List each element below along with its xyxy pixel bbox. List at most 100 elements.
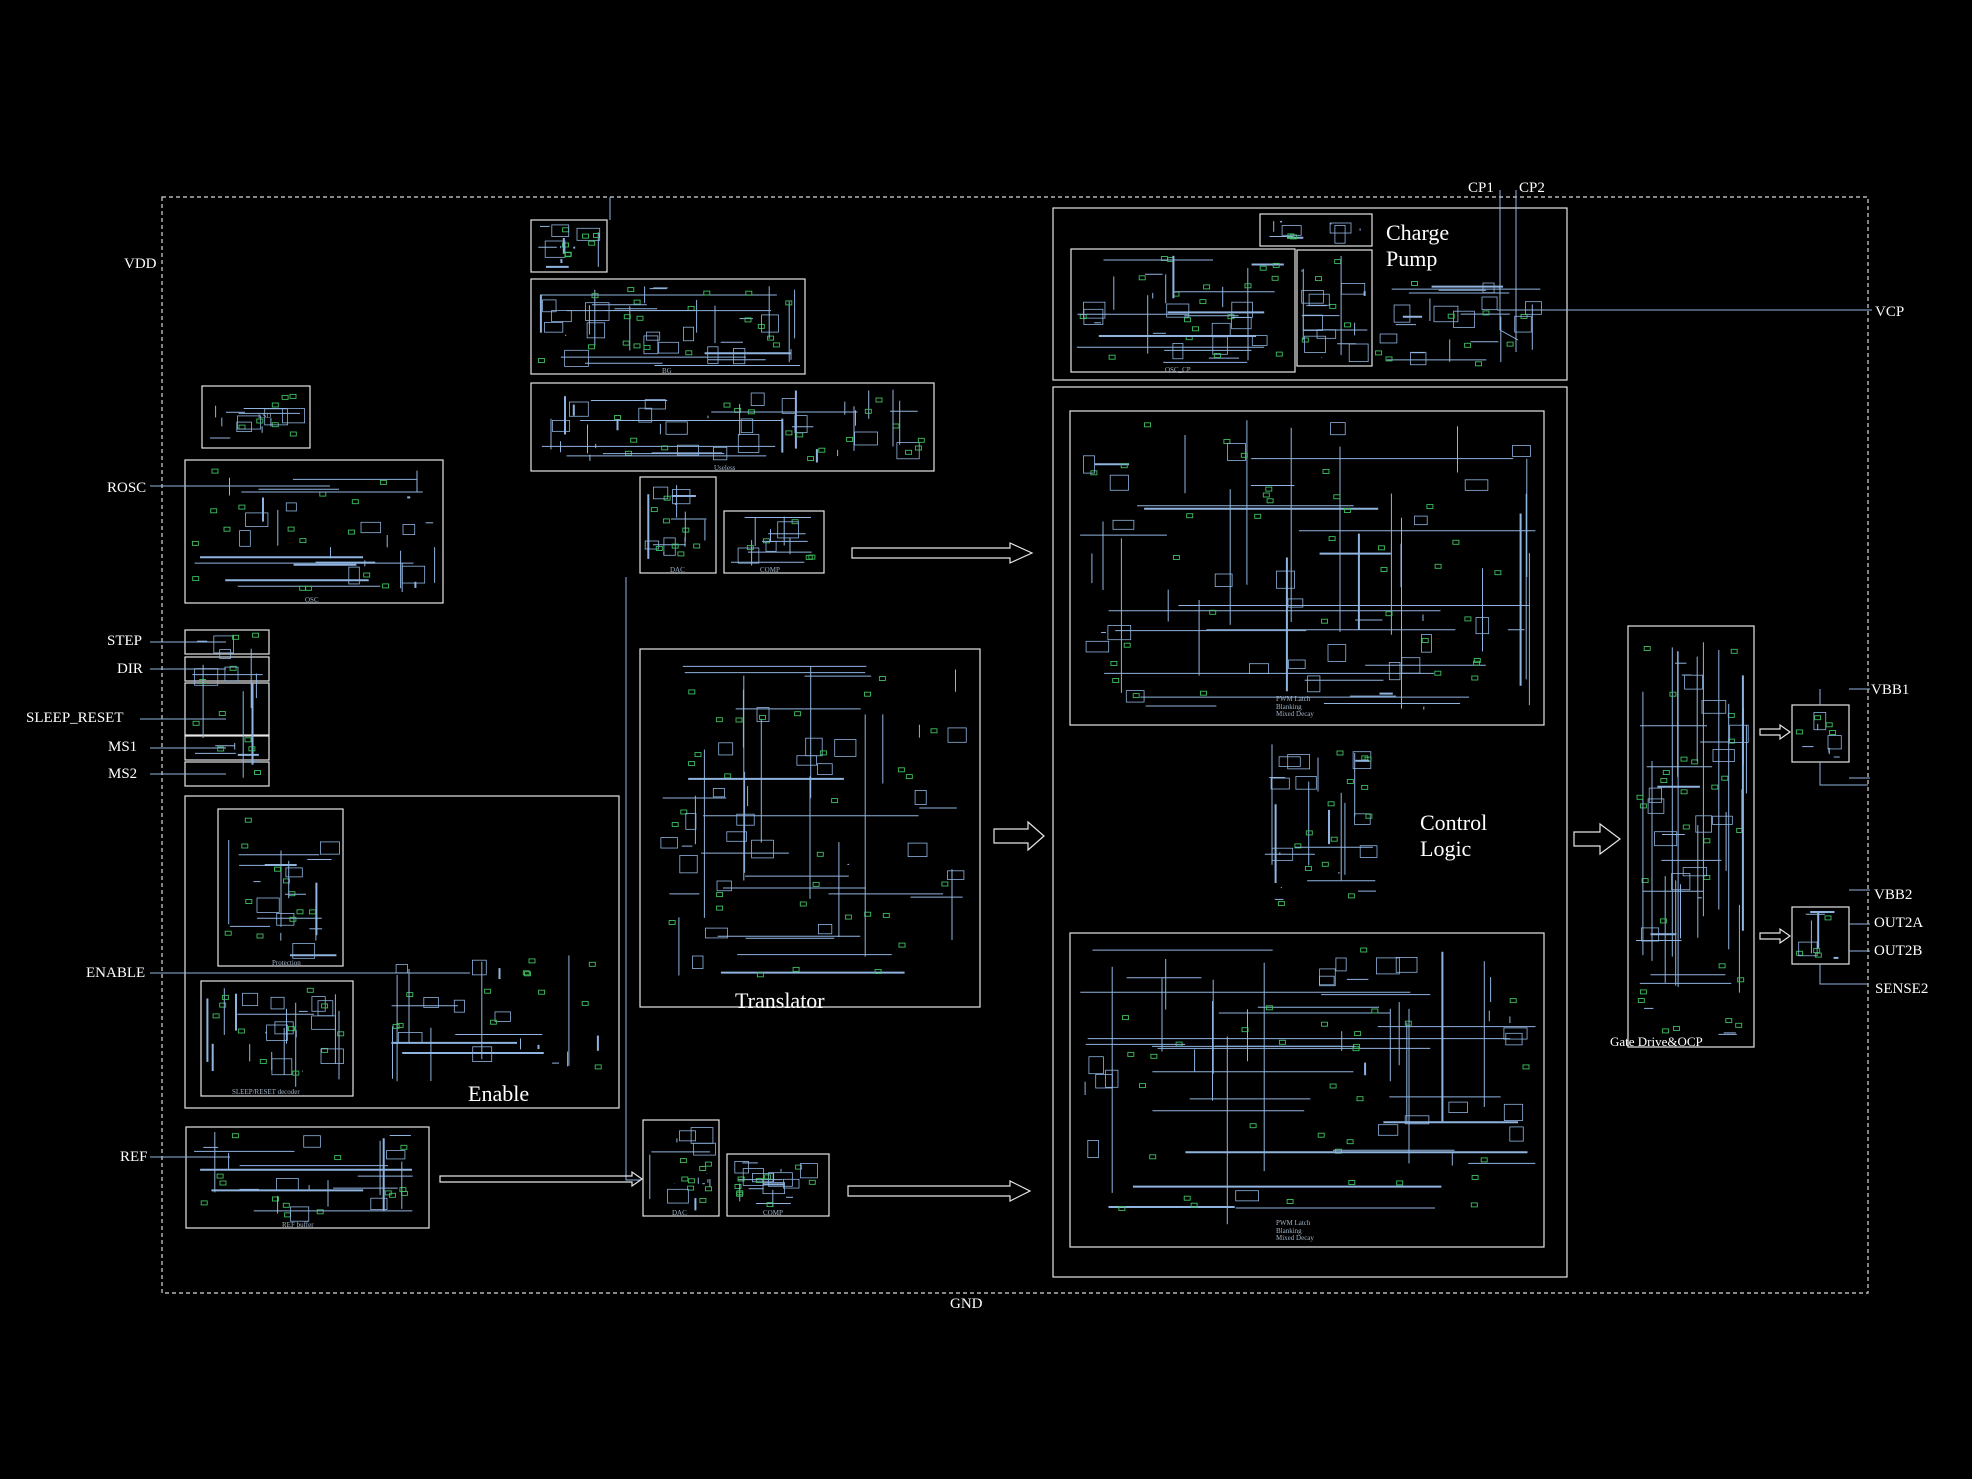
schematic-cell [818, 924, 833, 935]
label-charge-pump: Charge Pump [1386, 220, 1450, 272]
schematic-component [292, 1070, 300, 1076]
schematic-component [351, 499, 359, 505]
schematic-component [792, 966, 800, 972]
schematic-component [764, 1174, 772, 1180]
schematic-component [1352, 1046, 1360, 1052]
schematic-cell [658, 341, 680, 354]
label-control-logic: Control Logic [1420, 810, 1488, 862]
schematic-cell [1813, 712, 1827, 731]
schematic-cell [718, 742, 734, 756]
schematic-component [1294, 843, 1302, 849]
schematic-cell [752, 1173, 774, 1183]
schematic-component [1813, 948, 1821, 954]
schematic-component [1184, 317, 1191, 323]
schematic-cell [1327, 644, 1347, 662]
pin-cp1: CP1 [1468, 180, 1494, 196]
schematic-cell [586, 322, 606, 339]
schematic-component [1244, 283, 1252, 289]
schematic-component [538, 989, 546, 995]
pin-sense2: SENSE2 [1875, 981, 1929, 997]
schematic-cell [1211, 322, 1231, 338]
schematic-component [1396, 1180, 1404, 1186]
schematic-cell [854, 431, 878, 446]
schematic-component [1385, 356, 1393, 362]
schematic-component [1120, 463, 1128, 469]
schematic-cell [1214, 573, 1233, 587]
schematic-component [671, 822, 679, 827]
schematic-component [685, 350, 693, 356]
schematic-component [905, 774, 913, 780]
pin-sleep-reset: SLEEP_RESET [26, 710, 124, 726]
schematic-cell [564, 349, 589, 367]
schematic-cell [1414, 515, 1428, 526]
schematic-component [662, 518, 670, 524]
schematic-cell [1712, 749, 1735, 763]
schematic-cell [569, 401, 589, 417]
schematic-component [703, 290, 711, 296]
schematic-component [211, 468, 219, 474]
schematic-cell [1453, 310, 1475, 328]
block-outlines [184, 207, 1850, 1278]
schematic-component [1334, 259, 1342, 265]
schematic-cell [1276, 570, 1295, 589]
schematic-cell [1083, 301, 1106, 319]
schematic-component [745, 290, 753, 296]
schematic-cell [742, 1168, 764, 1186]
schematic-component [831, 798, 839, 804]
schematic-component [1321, 618, 1328, 624]
schematic-component [1659, 918, 1667, 924]
schematic-cell [1287, 598, 1304, 608]
schematic-component [723, 402, 731, 408]
schematic-component [256, 418, 264, 424]
schematic-component [1347, 893, 1355, 899]
schematic-component [288, 891, 296, 897]
pin-out2a: OUT2A [1874, 915, 1924, 931]
schematic-cell [663, 537, 676, 556]
schematic-component [1426, 504, 1434, 510]
schematic-component [306, 987, 314, 993]
schematic-cell [311, 1015, 336, 1030]
schematic-cell [1249, 663, 1269, 674]
schematic-component [1149, 1154, 1157, 1160]
schematic-component [680, 809, 688, 815]
schematic-cell [1684, 674, 1703, 690]
schematic-component [379, 479, 387, 485]
schematic-component [1691, 759, 1699, 765]
schematic-cell [777, 521, 799, 539]
schematic-component [1473, 660, 1480, 666]
schematic-component [200, 1200, 208, 1206]
schematic-component [248, 746, 256, 752]
schematic-component [1199, 299, 1207, 305]
arrow-translator [993, 820, 1045, 852]
schematic-cell [552, 420, 571, 432]
schematic-component [1680, 789, 1688, 795]
schematic-component [1735, 1022, 1743, 1028]
schematic-cell [1308, 293, 1330, 306]
schematic-component [272, 1196, 279, 1202]
schematic-component [1127, 1051, 1135, 1057]
schematic-component [807, 456, 815, 462]
schematic-component [1150, 1053, 1158, 1059]
schematic-component [1123, 642, 1131, 648]
schematic-component [389, 1192, 396, 1198]
schematic-cell [685, 813, 697, 830]
schematic-cell [1085, 640, 1110, 653]
schematic-component [736, 1191, 744, 1197]
schematic-component [677, 551, 685, 557]
schematic-cell [751, 839, 774, 859]
schematic-cell [1288, 659, 1306, 669]
schematic-component [1375, 350, 1383, 356]
pin-ms1: MS1 [108, 739, 138, 755]
schematic-component [400, 1190, 408, 1196]
schematic-component [289, 431, 297, 437]
schematic-cell [1172, 342, 1184, 360]
pin-cp2: CP2 [1519, 180, 1545, 196]
signal-arrows [439, 542, 1792, 1202]
schematic-cell [271, 1058, 293, 1076]
schematic-component [337, 1031, 345, 1037]
schematic-component [663, 495, 671, 501]
schematic-component [735, 717, 743, 723]
schematic-component [1404, 1020, 1412, 1026]
schematic-cell [386, 1150, 406, 1160]
pin-step: STEP [107, 633, 143, 649]
